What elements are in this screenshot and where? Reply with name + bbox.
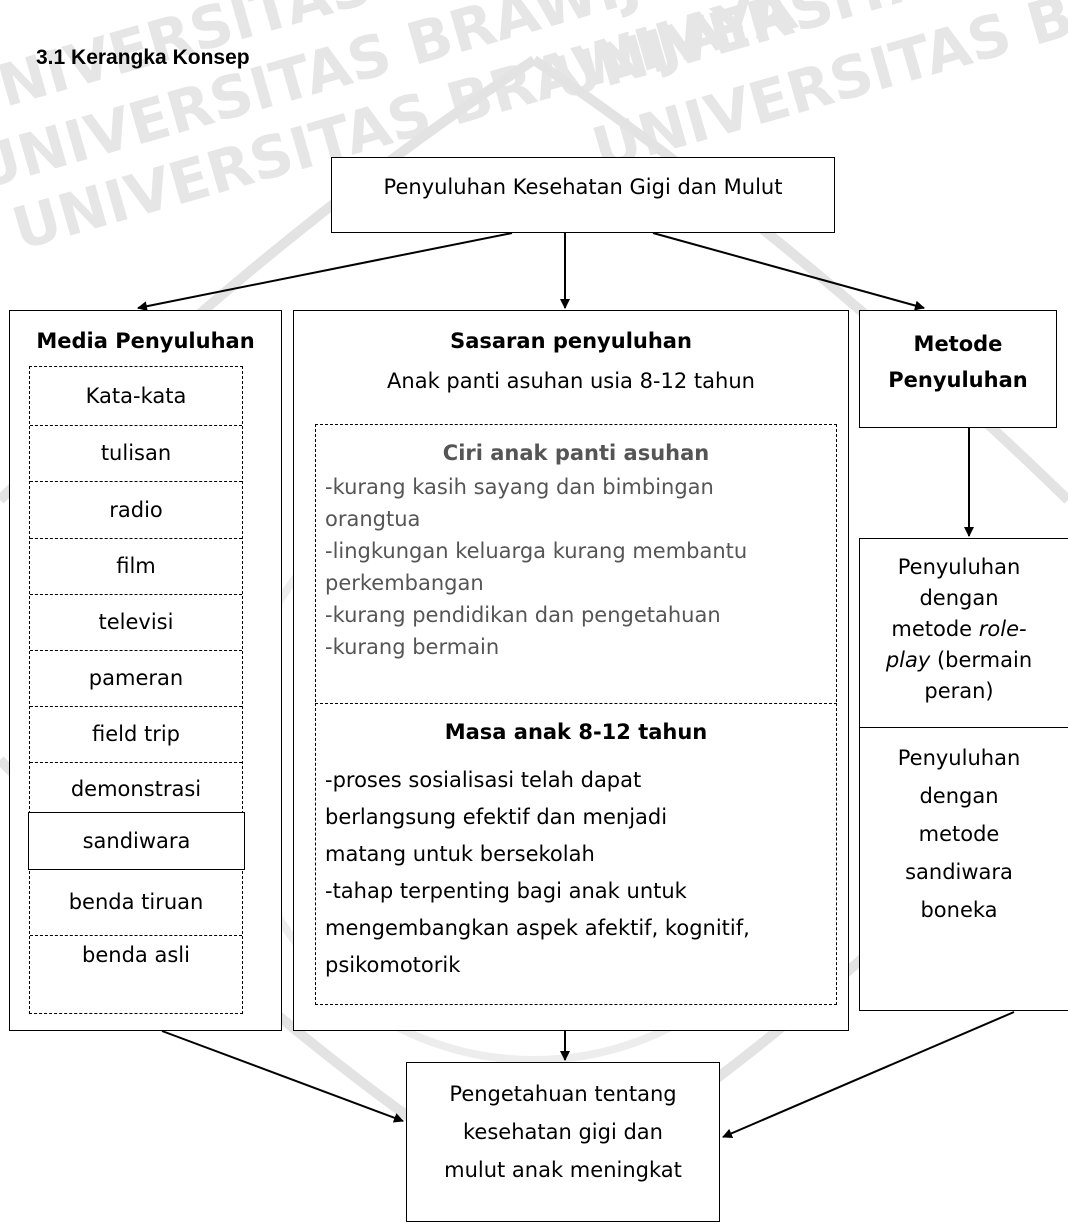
media-divider [30,594,242,595]
result-line: kesehatan gigi dan [463,1120,663,1144]
media-item: tulisan [100,441,172,465]
roleplay-italic: role- [978,617,1027,641]
roleplay-line: dengan [919,586,999,610]
ciri-line: -kurang pendidikan dan pengetahuan [325,603,721,627]
roleplay-line: peran) [924,679,994,703]
media-item: Kata-kata [85,384,187,408]
roleplay-line: Penyuluhan [897,555,1021,579]
media-title: Media Penyuluhan [36,329,255,353]
roleplay-text: (bermain [930,648,1033,672]
masa-line: mengembangkan aspek afektif, kognitif, [325,916,750,940]
media-divider [30,481,242,482]
media-item: benda tiruan [68,890,204,914]
media-divider [30,538,242,539]
media-list: Kata-kata tulisan radio film televisi pa… [28,366,245,1014]
metode-title-line1: Metode [913,332,1003,356]
media-divider [30,706,242,707]
roleplay-italic: play [885,648,931,672]
sandiwara-line: boneka [920,898,998,922]
media-item-sandiwara-box: sandiwara [28,812,245,870]
sandiwara-line: metode [918,822,1000,846]
media-divider [30,425,242,426]
top-box-label: Penyuluhan Kesehatan Gigi dan Mulut [383,175,783,199]
ciri-line: -kurang bermain [325,635,500,659]
sasaran-subtitle: Anak panti asuhan usia 8-12 tahun [387,369,755,393]
masa-line: -proses sosialisasi telah dapat [325,768,642,792]
result-box: Pengetahuan tentang kesehatan gigi dan m… [406,1062,720,1222]
arrow-top-to-metode [652,232,925,311]
metode-title-line2: Penyuluhan [888,368,1028,392]
masa-text: -proses sosialisasi telah dapat berlangs… [325,762,750,984]
result-line: Pengetahuan tentang [449,1082,677,1106]
roleplay-text: metode [891,617,979,641]
ciri-line: -lingkungan keluarga kurang membantu [325,539,748,563]
masa-title: Masa anak 8-12 tahun [444,720,708,744]
roleplay-line: metode role- [860,614,1058,645]
media-divider [30,762,242,763]
sandiwara-line: dengan [919,784,999,808]
media-item: benda asli [82,943,190,967]
ciri-line: -kurang kasih sayang dan bimbingan [325,475,714,499]
media-item: radio [109,498,163,522]
top-box-penyuluhan: Penyuluhan Kesehatan Gigi dan Mulut [331,157,835,233]
media-item: field trip [91,722,181,746]
media-item: demonstrasi [70,777,202,801]
media-item: film [116,554,156,578]
ciri-title: Ciri anak panti asuhan [442,441,710,465]
media-item: televisi [98,610,174,634]
masa-box: Masa anak 8-12 tahun -proses sosialisasi… [315,703,837,1005]
sasaran-box: Sasaran penyuluhan Anak panti asuhan usi… [293,310,849,1031]
arrow-media-to-result [161,1030,404,1123]
roleplay-line: play (bermain [860,645,1058,676]
metode-options-box: Penyuluhan dengan metode role- play (ber… [859,538,1068,1011]
media-divider [30,650,242,651]
ciri-line: orangtua [325,507,421,531]
roleplay-option: Penyuluhan dengan metode role- play (ber… [860,552,1058,707]
ciri-text: -kurang kasih sayang dan bimbingan orang… [325,471,747,663]
masa-line: berlangsung efektif dan menjadi [325,805,668,829]
media-divider [30,935,242,936]
media-item: pameran [88,666,184,690]
sandiwara-line: Penyuluhan [897,746,1021,770]
metode-options-divider [860,727,1068,728]
metode-box: Metode Penyuluhan [859,310,1057,428]
media-box: Media Penyuluhan Kata-kata tulisan radio… [9,310,282,1031]
sandiwara-line: sandiwara [905,860,1013,884]
masa-line: -tahap terpenting bagi anak untuk [325,879,687,903]
masa-line: matang untuk bersekolah [325,842,595,866]
result-line: mulut anak meningkat [444,1158,682,1182]
media-item: sandiwara [82,829,191,853]
section-heading: 3.1 Kerangka Konsep [36,46,250,69]
ciri-line: perkembangan [325,571,484,595]
masa-line: psikomotorik [325,953,461,977]
sasaran-title: Sasaran penyuluhan [450,329,692,353]
arrow-metode-to-result [722,1011,1015,1139]
sandiwara-option: Penyuluhan dengan metode sandiwara bonek… [860,739,1058,929]
ciri-box: Ciri anak panti asuhan -kurang kasih say… [315,424,837,707]
arrow-top-to-media [137,232,513,312]
